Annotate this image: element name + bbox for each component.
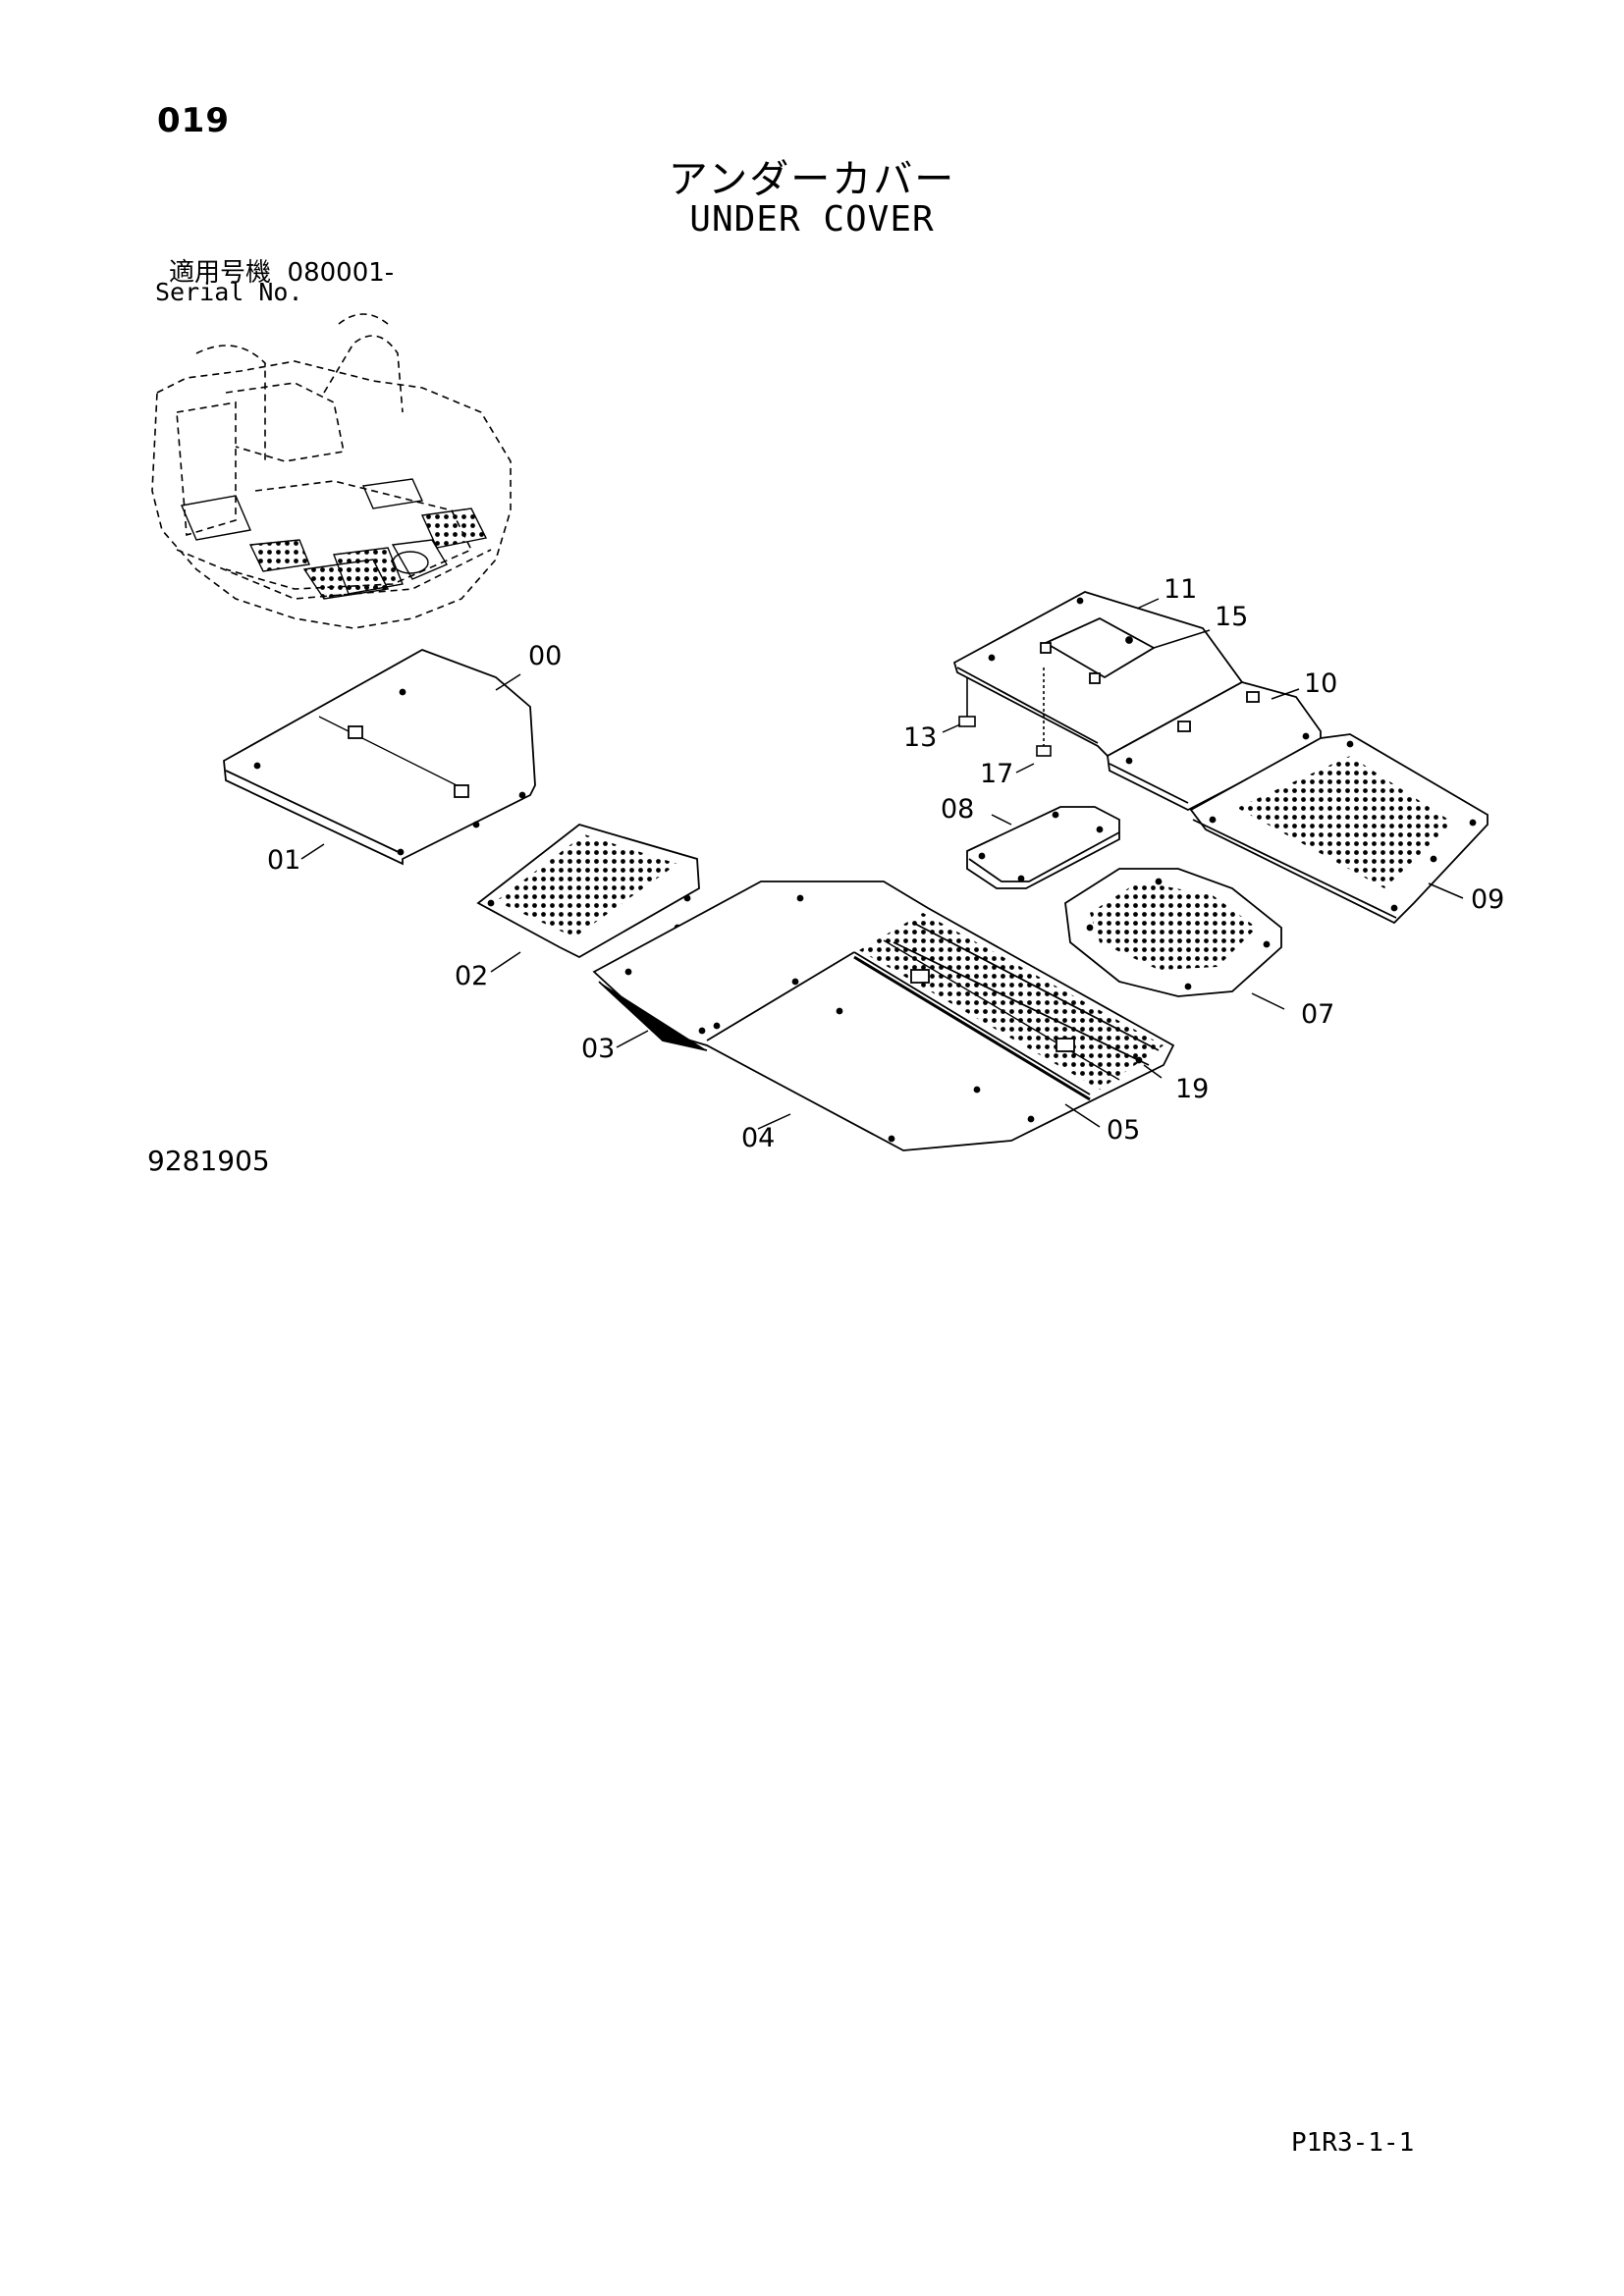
callout-04: 04 [741, 1123, 775, 1153]
machine-overview-sketch [151, 313, 512, 629]
part-11-top-right-cover [952, 591, 1244, 758]
part-02-perforated-plate [476, 824, 700, 959]
callout-19: 19 [1175, 1074, 1209, 1104]
callout-01: 01 [267, 845, 300, 876]
callout-08: 08 [941, 794, 974, 825]
serial-row-japanese: 適用号機 080001- [169, 252, 394, 289]
callout-05: 05 [1107, 1115, 1140, 1146]
machine-overview-panels [181, 478, 488, 600]
callout-17: 17 [980, 759, 1013, 789]
serial-label-japanese: 適用号機 [169, 258, 272, 288]
callout-15: 15 [1215, 602, 1248, 632]
callout-leader-lines [300, 598, 1464, 1130]
callout-11: 11 [1164, 574, 1197, 605]
drawing-number: 9281905 [147, 1145, 270, 1177]
part-17-bolt [1036, 667, 1052, 757]
callout-13: 13 [903, 722, 937, 753]
serial-label-english: Serial No. [155, 278, 303, 306]
part-09-right-perforated-plate [1189, 733, 1489, 925]
serial-value: 080001- [287, 258, 395, 288]
page-number: 019 [157, 101, 230, 140]
page-reference: P1R3-1-1 [1291, 2128, 1415, 2158]
page-title-japanese: アンダーカバー [668, 157, 956, 202]
callout-09: 09 [1471, 884, 1504, 915]
part-13-bolt [958, 677, 976, 727]
part-08-small-plate [966, 806, 1120, 889]
callout-03: 03 [581, 1034, 615, 1064]
under-cover-exploded-diagram: 00 01 02 03 04 05 07 08 09 10 11 13 15 1… [151, 313, 1504, 1153]
part-07-oval-perforated-plate [1064, 868, 1282, 997]
callout-02: 02 [455, 961, 488, 991]
part-00-01-left-cover [223, 649, 536, 866]
page-title-english: UNDER COVER [689, 199, 935, 240]
callout-10: 10 [1304, 668, 1337, 699]
part-03-04-05-main-floor-cover [592, 881, 1175, 1151]
callout-07: 07 [1301, 999, 1334, 1030]
callout-00: 00 [528, 641, 562, 671]
part-10-middle-right-cover [1107, 681, 1322, 812]
